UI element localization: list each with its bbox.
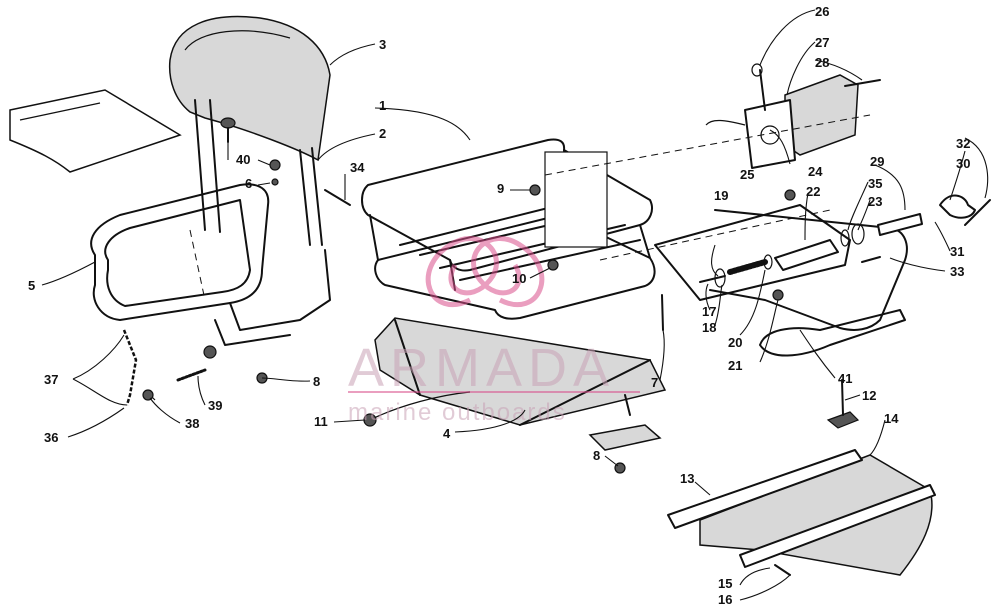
callout-4: 4 [443,426,451,441]
callout-25: 25 [740,167,754,182]
hitch-pin-assembly [699,194,991,288]
callout-11: 11 [314,414,328,429]
backrest-pad [168,15,331,162]
mud-flap [667,449,936,576]
callout-10: 10 [512,271,526,286]
wiring [122,329,471,427]
callout-8-upper: 8 [313,374,320,389]
seat-frame [90,183,331,346]
callout-28: 28 [815,55,829,70]
seat-panel [9,89,182,173]
callout-17: 17 [702,304,716,319]
callout-14: 14 [884,411,899,426]
callout-29: 29 [870,154,884,169]
callout-23: 23 [868,194,882,209]
callout-22: 22 [806,184,820,199]
callout-labels: 1 2 3 4 5 6 7 8 8 9 10 11 12 13 14 15 16… [28,4,970,607]
callout-9: 9 [497,181,504,196]
watermark-brand: ARMADA [348,338,615,398]
callout-3: 3 [379,37,386,52]
callout-36: 36 [44,430,58,445]
callout-37: 37 [44,372,58,387]
callout-33: 33 [950,264,964,279]
tail-light [705,74,859,169]
callout-15: 15 [718,576,732,591]
callout-1: 1 [379,98,386,113]
callout-7: 7 [651,375,658,390]
disc-plate [826,379,860,429]
callout-41: 41 [838,371,852,386]
alignment-lines [189,114,871,301]
callout-6: 6 [245,176,252,191]
callout-40: 40 [236,152,250,167]
callout-13: 13 [680,471,694,486]
watermark-tagline: marine outboards [348,399,567,426]
callout-21: 21 [728,358,742,373]
watermark-logo-icon [425,236,545,308]
callout-34: 34 [350,160,365,175]
callout-35: 35 [868,176,882,191]
watermark: ARMADA marine outboards [348,236,640,426]
watermark-loop [471,236,545,308]
watermark-loop [425,236,499,308]
carrier-base [374,317,667,426]
callout-32: 32 [956,136,970,151]
callout-18: 18 [702,320,716,335]
rack [361,138,656,320]
callout-39: 39 [208,398,222,413]
callout-38: 38 [185,416,199,431]
callout-24: 24 [808,164,823,179]
callout-2: 2 [379,126,386,141]
callout-30: 30 [956,156,970,171]
leader-lines [41,9,989,601]
callout-26: 26 [815,4,829,19]
callout-20: 20 [728,335,742,350]
callout-27: 27 [815,35,829,50]
lower-bracket [588,424,662,451]
hardware [220,63,881,576]
callout-12: 12 [862,388,876,403]
callout-16: 16 [718,592,732,607]
callout-8-lower: 8 [593,448,600,463]
callout-5: 5 [28,278,35,293]
callout-19: 19 [714,188,728,203]
callout-31: 31 [950,244,964,259]
mounting-plate [654,204,908,357]
